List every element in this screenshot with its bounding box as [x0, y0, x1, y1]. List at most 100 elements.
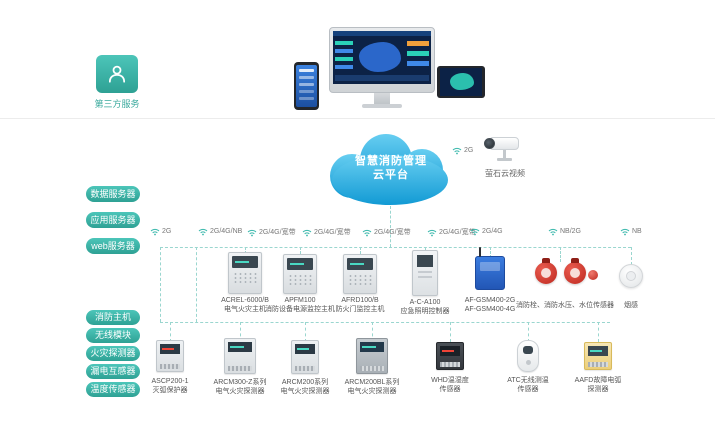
device-vents	[418, 271, 432, 281]
label-arcm200bl: ARCM200BL系列 电气火灾探测器	[327, 378, 417, 396]
device-atc	[517, 340, 539, 372]
device-screen	[360, 342, 384, 352]
device-model: AFRD100/B	[341, 297, 379, 304]
wifi-icon	[620, 227, 630, 236]
wifi-icon	[362, 228, 372, 237]
wifi-icon	[427, 228, 437, 237]
bus-drop-line	[170, 322, 171, 342]
device-model: ACREL-6000/B	[221, 297, 269, 304]
device-whd	[436, 342, 464, 370]
device-afgsm400	[475, 247, 505, 290]
label-afgsm400: AF-GSM400-2G AF-GSM400-4G	[445, 296, 535, 314]
device-screen	[232, 256, 258, 268]
device-desc: 烟感	[624, 302, 638, 309]
device-screen	[228, 342, 252, 352]
camera-signal: 2G	[452, 146, 473, 155]
tablet-screen	[440, 68, 482, 96]
server-tag-web-server: web服务器	[86, 238, 140, 254]
cloud-title: 智慧消防管理 云平台	[316, 154, 466, 182]
link-label-4: 2G/4G/宽带	[362, 227, 411, 237]
cloud-title-line2: 云平台	[373, 169, 409, 181]
third-party-label: 第三方服务	[94, 99, 140, 109]
link-label-2: 2G/4G/宽带	[247, 227, 296, 237]
label-apfm100: APFM100 消防设备电源监控主机	[255, 296, 345, 314]
label-smoke-detector: 烟感	[601, 301, 661, 310]
fire-hydrant-sensor-icon	[535, 258, 557, 284]
drop-line	[560, 247, 561, 262]
label-aca100: A-C-A100 应急照明控制器	[380, 298, 470, 316]
device-screen	[588, 346, 608, 356]
drop-line	[631, 247, 632, 265]
device-model: AF-GSM400-2G	[464, 297, 516, 304]
device-screen	[347, 258, 373, 270]
tablet-device	[437, 66, 485, 98]
device-afrd100	[343, 254, 377, 294]
device-aca100	[412, 250, 438, 296]
link-text: 2G/4G/宽带	[374, 229, 411, 236]
cloud-shape	[330, 134, 448, 205]
drop-line-2g	[160, 247, 161, 322]
link-text: 2G/4G/NB	[210, 228, 243, 235]
bus-drop-line	[305, 322, 306, 342]
link-text: 2G	[162, 228, 172, 235]
device-arcm200bl	[356, 338, 388, 374]
device-desc: 传感器	[517, 386, 539, 393]
device-arcm200	[291, 340, 319, 374]
link-label-7: NB/2G	[548, 227, 581, 236]
device-model: ARCM200系列	[281, 379, 329, 386]
device-model: APFM100	[284, 297, 316, 304]
server-tag-app-server: 应用服务器	[86, 212, 140, 228]
link-label-1: 2G/4G/NB	[198, 227, 242, 236]
wifi-icon	[198, 227, 208, 236]
wifi-icon	[302, 228, 312, 237]
link-label-6: 2G/4G	[470, 227, 503, 236]
camera-label: 萤石云视频	[485, 169, 525, 178]
device-model: WHD温湿度	[431, 377, 469, 384]
water-pressure-sensor-icon	[564, 258, 586, 284]
label-whd: WHD温湿度 传感器	[405, 376, 495, 394]
server-tag-data-server: 数据服务器	[86, 186, 140, 202]
label-atc: ATC无线测温 传感器	[483, 376, 573, 394]
label-arcm300z: ARCM300-Z系列 电气火灾探测器	[195, 378, 285, 396]
label-fire-water-sensors: 消防栓、消防水压、水位传感器	[515, 301, 615, 310]
wifi-icon	[150, 227, 160, 236]
device-screen	[287, 258, 313, 270]
wifi-icon	[247, 228, 257, 237]
category-tag-fire-detector: 火灾探测器	[86, 346, 140, 361]
device-screen	[160, 344, 180, 354]
device-model: ASCP200-1	[151, 378, 189, 385]
camera-stand	[503, 150, 506, 159]
camera-base	[497, 158, 512, 161]
device-screen	[417, 255, 433, 267]
third-party-service-box	[96, 55, 138, 93]
bus-drop-line	[240, 322, 241, 342]
device-model: ATC无线测温	[507, 377, 549, 384]
wifi-icon	[452, 146, 462, 155]
wifi-icon	[548, 227, 558, 236]
cloud-connector-line	[390, 206, 391, 247]
bus-drop-line	[372, 322, 373, 342]
bus-line	[160, 322, 610, 323]
monitor-dashboard-screen	[333, 31, 431, 84]
link-text: NB	[632, 228, 642, 235]
link-text: NB/2G	[560, 228, 582, 235]
device-desc: 探测器	[587, 386, 609, 393]
label-arcm200: ARCM200系列 电气火灾探测器	[260, 378, 350, 396]
smoke-detector-icon	[619, 264, 643, 288]
device-arcm300z	[224, 338, 256, 374]
link-label-0: 2G	[150, 227, 171, 236]
link-text: 2G/4G/宽带	[259, 229, 296, 236]
label-acrel6000: ACREL-6000/B 电气火灾主机	[200, 296, 290, 314]
device-ascp200	[156, 340, 184, 372]
device-desc: 防火门监控主机	[335, 306, 385, 313]
link-text: 2G/4G	[482, 228, 503, 235]
person-icon	[108, 65, 126, 83]
device-keypad	[348, 274, 372, 286]
device-model: ARCM300-Z系列	[213, 379, 267, 386]
link-label-3: 2G/4G/宽带	[302, 227, 351, 237]
camera-signal-label: 2G	[464, 147, 474, 154]
label-afrd100: AFRD100/B 防火门监控主机	[315, 296, 405, 314]
phone-device	[294, 62, 319, 110]
category-tag-fire-host: 消防主机	[86, 310, 140, 325]
